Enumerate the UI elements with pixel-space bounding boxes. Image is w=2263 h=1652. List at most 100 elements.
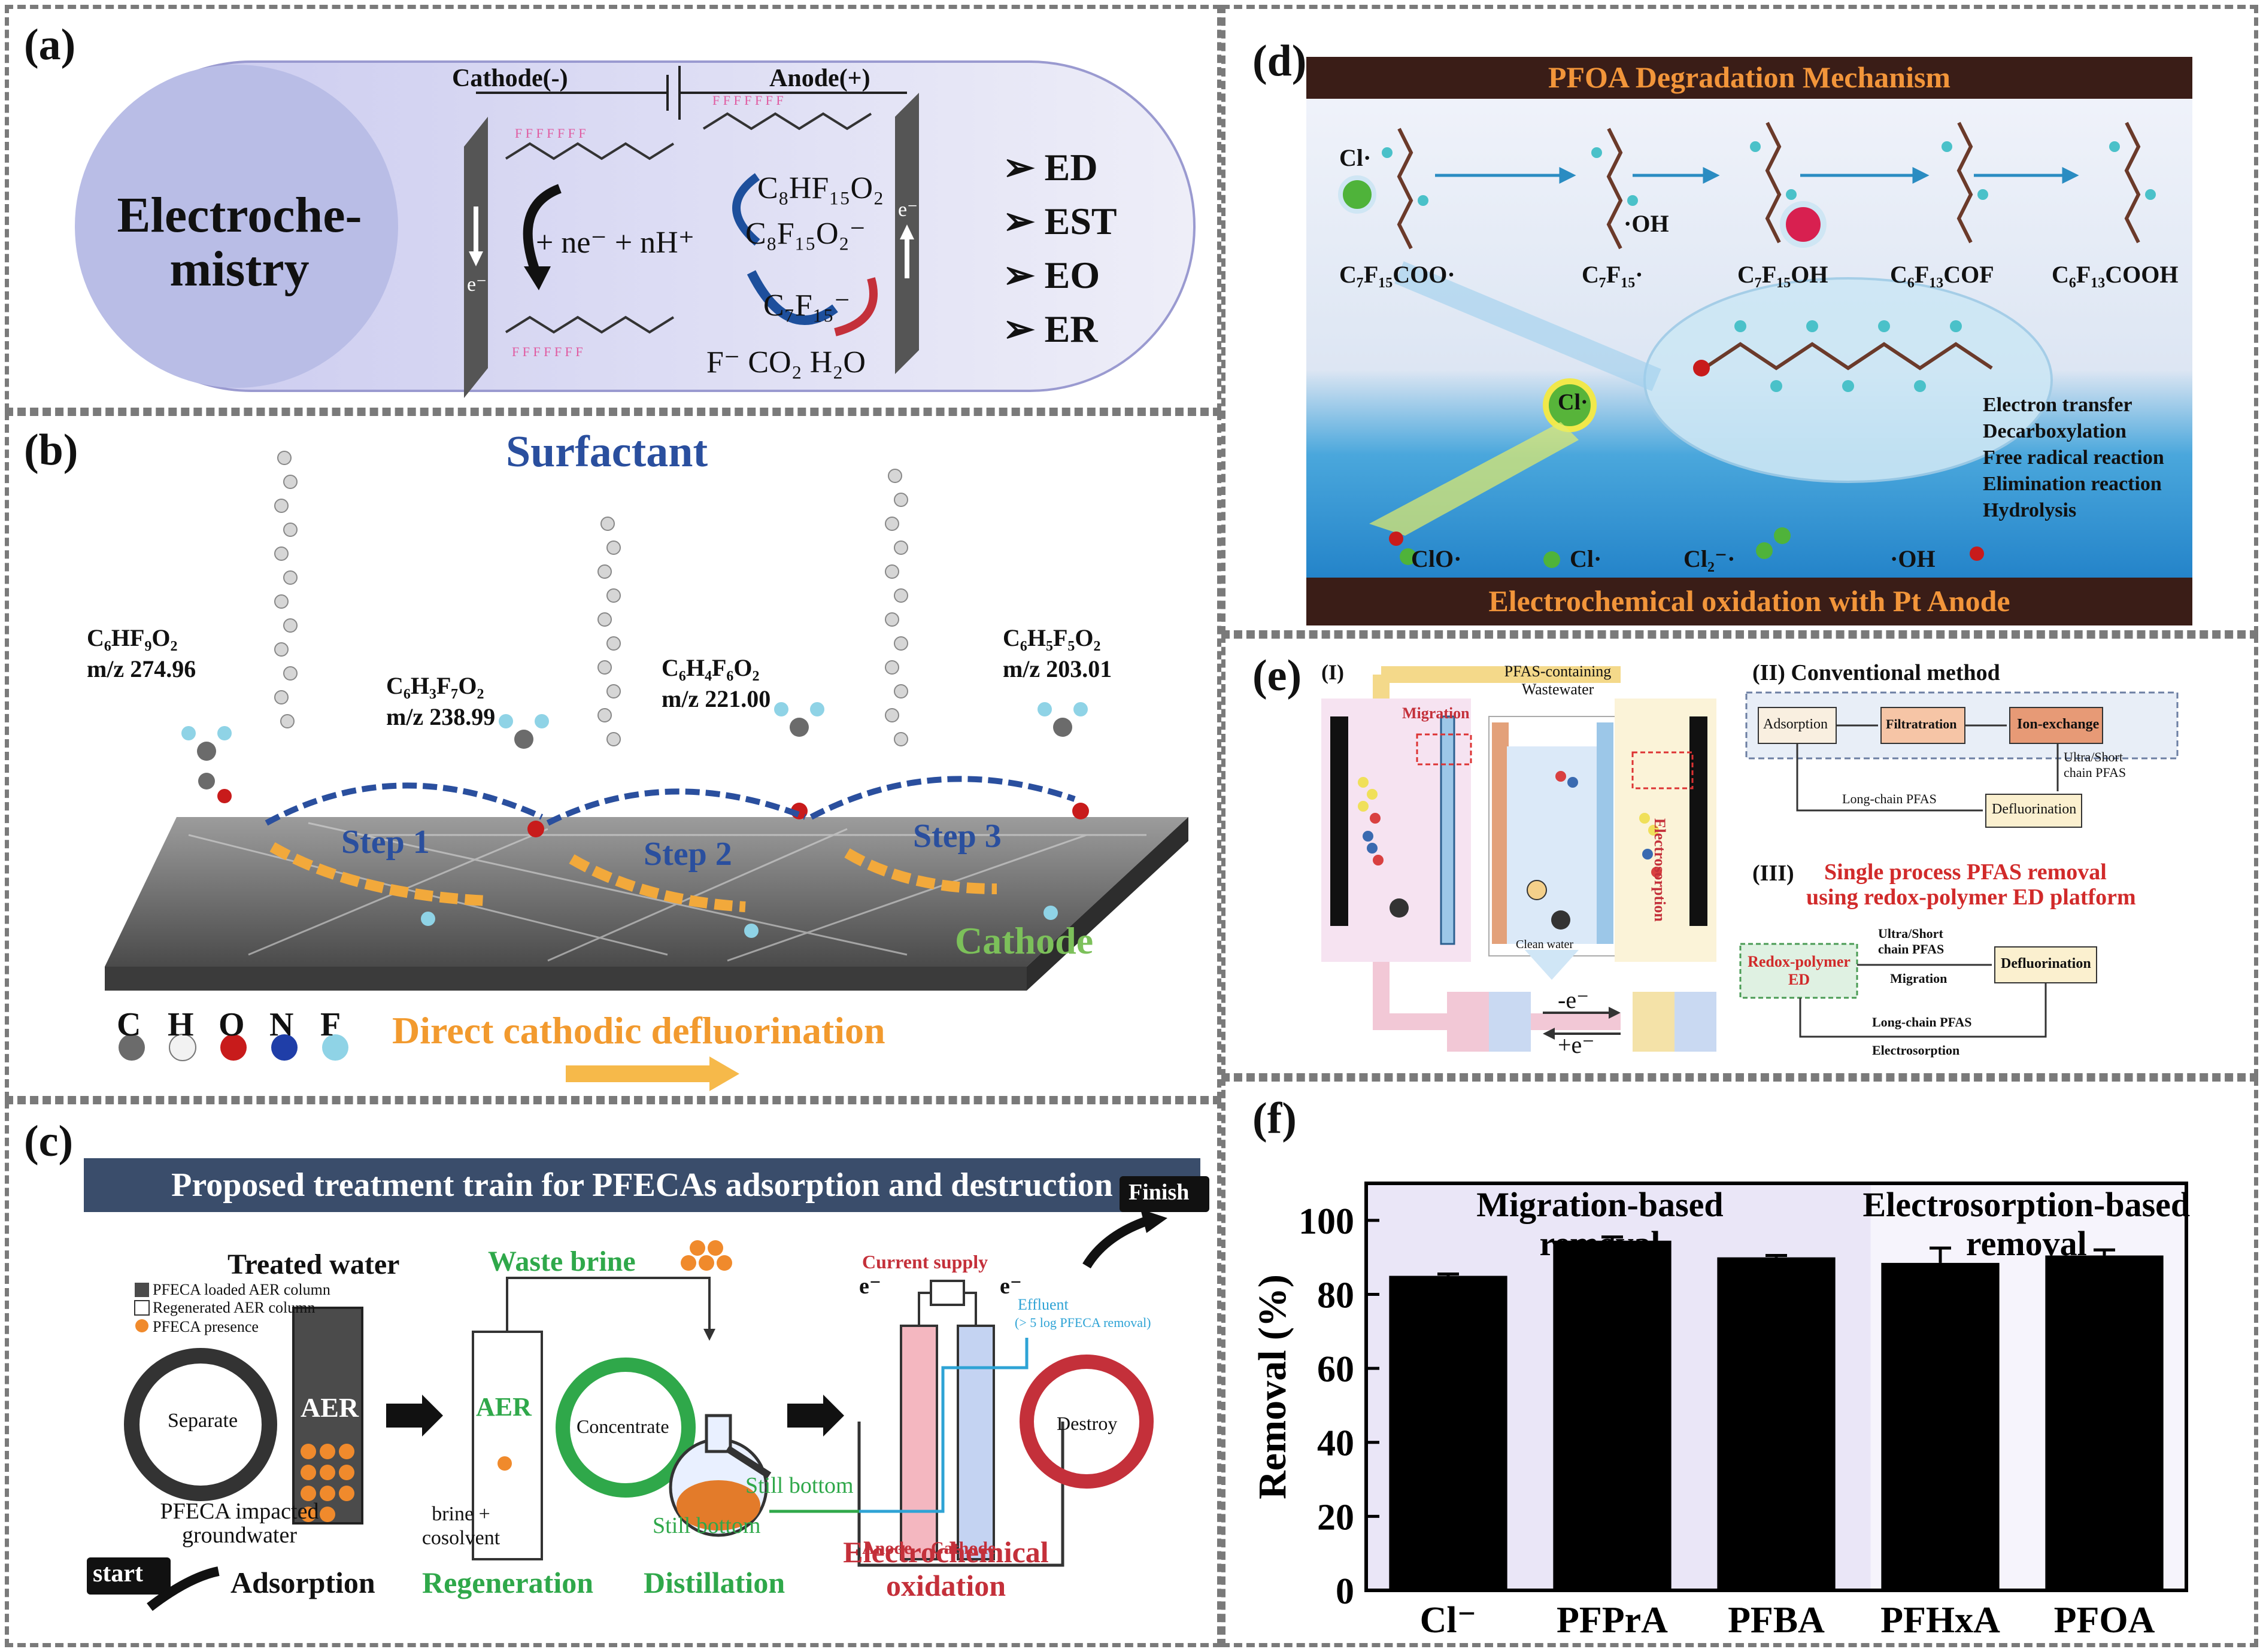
step2-arrow [546, 788, 806, 826]
bar [1881, 1262, 2000, 1590]
mechanism-item: Hydrolysis [1983, 499, 2077, 521]
cathode-plate [1330, 716, 1348, 926]
intermediate-3: C₇F₁₅OH [1737, 261, 1828, 288]
step3-arrow [809, 776, 1076, 820]
panel-c: (c) Proposed treatment train for PFECAs … [5, 1100, 1221, 1647]
annotation-migration-line1: Migration-based [1476, 1185, 1723, 1224]
panel-f-label: (f) [1252, 1094, 1297, 1143]
conv-ultra-label: Ultra/Short chain PFAS [2064, 749, 2127, 780]
pfas-chain-top-left [505, 142, 675, 160]
start-badge [87, 1557, 171, 1595]
surfactant-title: Surfactant [506, 427, 708, 476]
red-curved-arrow [834, 277, 878, 336]
droplet-radical-label: Cl· [1558, 390, 1588, 415]
y-axis-label: Removal (%) [1251, 1274, 1294, 1499]
cathode-label: Cathode(-) [452, 65, 568, 92]
III-long-label: Long-chain PFAS [1872, 1015, 1972, 1030]
y-tick-label: 20 [1317, 1497, 1354, 1538]
stage-regeneration: Regeneration [422, 1566, 594, 1599]
electrosorption-label: Electrosorption [1651, 818, 1669, 922]
step-3-label: Step 3 [913, 818, 1002, 855]
finish-label: Finish [1129, 1180, 1190, 1205]
bar [2045, 1255, 2164, 1590]
impacted-label: PFECA impacted groundwater [160, 1499, 319, 1548]
box-redox-polymer [1739, 943, 1858, 999]
legend-dot-N [271, 1034, 298, 1061]
arrow-right-icon-2 [787, 1395, 844, 1437]
concentrate-cycle [556, 1358, 696, 1498]
pfas-chain-bottom [505, 315, 675, 334]
y-tick-label: 0 [1336, 1571, 1354, 1612]
mechanism-item: Free radical reaction [1983, 447, 2164, 469]
finish-badge [1120, 1176, 1209, 1212]
anode-plate [1689, 716, 1707, 926]
mechanism-title-bar [1306, 57, 2192, 99]
conv-adsorption: Adsorption [1763, 716, 1828, 732]
defluorination-arrow-3 [844, 848, 997, 894]
panel-a: (a) F F F F F F F F F F F F F F F F F F … [5, 5, 1221, 412]
bar [1389, 1276, 1507, 1590]
circle-line1: Electroche- [117, 187, 362, 243]
arrow-right-icon [386, 1395, 443, 1437]
electron-right: e⁻ [1000, 1274, 1022, 1299]
bar [1553, 1240, 1672, 1590]
svg-text:F F F F F F F: F F F F F F F [512, 344, 583, 359]
reaction-label: + ne⁻ + nH⁺ [536, 226, 695, 260]
box-ion-exchange [2009, 707, 2103, 744]
x-tick-label: PFHxA [1880, 1600, 2000, 1641]
membrane-aem [1597, 722, 1613, 944]
stage-distillation: Distillation [644, 1566, 785, 1599]
intermediate-2: C₇F₁₅· [1582, 261, 1643, 288]
legend-dot-H [169, 1034, 196, 1061]
electrochemistry-label: Electroche- mistry [87, 189, 392, 296]
radical-bottom-3: Cl₂⁻· [1683, 545, 1736, 572]
feed-label: PFAS-containing Wastewater [1504, 663, 1612, 698]
panel-b-label: (b) [24, 426, 78, 475]
plot-frame [1364, 1182, 2188, 1592]
start-label: start [93, 1560, 143, 1587]
y-tick-label: 60 [1317, 1349, 1354, 1390]
legend-regenerated: Regenerated AER column [153, 1299, 316, 1316]
x-tick-label: PFOA [2054, 1600, 2155, 1641]
defluorination-caption: Direct cathodic defluorination [392, 1009, 885, 1052]
clean-water-label: Clean water [1516, 938, 1574, 951]
conv-long-label: Long-chain PFAS [1842, 791, 1937, 806]
anode-electrode [900, 1325, 938, 1560]
annotation-electrosorption-line2: removal [1966, 1224, 2087, 1263]
annotation-migration-line2: removal [1540, 1224, 1661, 1263]
stage-adsorption: Adsorption [230, 1566, 375, 1599]
mechanism-list: Electron transfer Decarboxylation Free r… [1983, 392, 2164, 524]
pfeca-dots [301, 1444, 354, 1522]
legend-presence: PFECA presence [153, 1318, 259, 1335]
intermediate-5: C₆F₁₃COOH [2052, 261, 2179, 288]
still-bottom-label-1: Still bottom [653, 1513, 761, 1538]
migration-label: Migration [1402, 704, 1470, 722]
panel-c-diagram [87, 1176, 1209, 1611]
products-label: F⁻ CO₂ H₂O [706, 345, 866, 379]
panel-d-diagram [1306, 57, 2192, 625]
panel-d: (d) [1221, 5, 2258, 634]
membrane-cem [1492, 722, 1509, 944]
radical-bottom-2: Cl· [1570, 545, 1602, 572]
radical-top-oh: ·OH [1624, 210, 1669, 237]
radical-top-cl: Cl· [1339, 144, 1372, 171]
panel-c-label: (c) [24, 1117, 74, 1166]
panel-e-diagram [1321, 666, 2179, 1052]
anode-label: Anode [862, 1538, 912, 1558]
defluorination-arrow-1 [269, 842, 489, 906]
destroy-cycle [1020, 1355, 1154, 1489]
svg-text:F F F F F F F: F F F F F F F [515, 126, 586, 141]
panel-a-label: (a) [24, 20, 76, 69]
method-item: ➢ ER [1003, 308, 1098, 350]
panel-b: (b) [5, 412, 1221, 1100]
box-defluorination [1985, 794, 2082, 828]
stage-electrochemical-oxidation: Electrochemical oxidation [843, 1535, 1049, 1602]
legend-dot-C [119, 1034, 145, 1061]
mechanism-item: Decarboxylation [1983, 420, 2127, 442]
label-II: (II) Conventional method [1752, 660, 2000, 685]
caption-arrow-bar [566, 1065, 709, 1082]
current-supply-label: Current supply [862, 1251, 988, 1273]
